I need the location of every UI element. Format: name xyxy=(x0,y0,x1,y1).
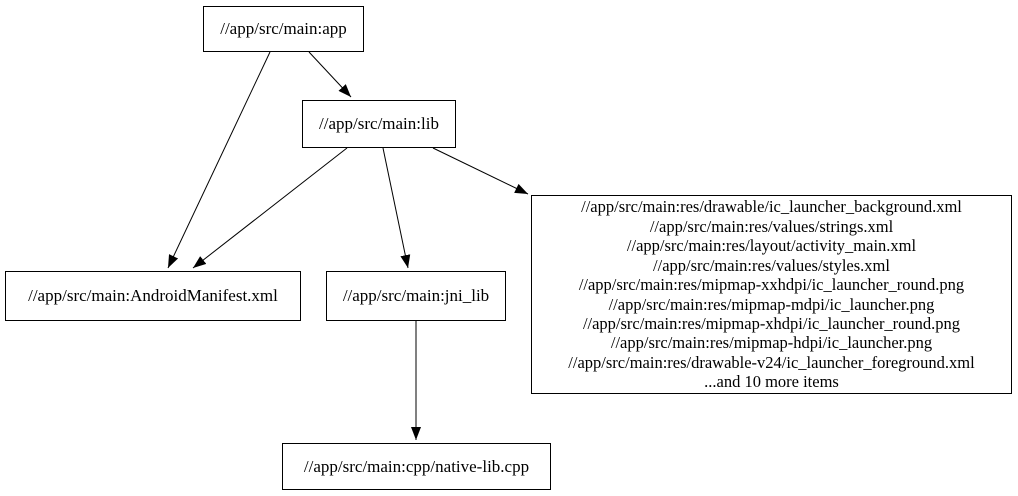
edge-app-to-androidmanifest xyxy=(167,51,271,269)
edge-app-to-lib xyxy=(308,51,352,98)
resource-line: //app/src/main:res/layout/activity_main.… xyxy=(626,236,917,256)
resource-line: //app/src/main:res/values/styles.xml xyxy=(653,255,890,275)
node-lib-label: //app/src/main:lib xyxy=(319,114,439,133)
resource-line: //app/src/main:res/values/strings.xml xyxy=(649,216,894,236)
node-native-cpp-label: //app/src/main:cpp/native-lib.cpp xyxy=(303,456,530,476)
node-jni-lib-label: //app/src/main:jni_lib xyxy=(342,286,490,305)
resource-line: //app/src/main:res/mipmap-mdpi/ic_launch… xyxy=(608,294,935,314)
resource-line: //app/src/main:res/mipmap-hdpi/ic_launch… xyxy=(610,333,933,353)
resource-more-items: ...and 10 more items xyxy=(704,372,839,392)
edge-lib-to-androidmanifest xyxy=(192,147,348,269)
node-androidmanifest-target: //app/src/main:AndroidManifest.xml xyxy=(5,271,301,321)
node-resources-target: //app/src/main:res/drawable/ic_launcher_… xyxy=(531,195,1012,394)
resource-line: //app/src/main:res/drawable/ic_launcher_… xyxy=(581,197,962,217)
edge-lib-to-jni-lib xyxy=(382,147,411,269)
resource-line: //app/src/main:res/mipmap-xxhdpi/ic_laun… xyxy=(578,275,965,295)
node-androidmanifest-label: //app/src/main:AndroidManifest.xml xyxy=(28,286,278,305)
edge-lib-to-resources xyxy=(432,147,529,195)
node-app-label: //app/src/main:app xyxy=(220,19,347,38)
node-lib-target: //app/src/main:lib xyxy=(302,100,456,148)
resource-line: //app/src/main:res/drawable-v24/ic_launc… xyxy=(568,352,975,372)
node-native-cpp-target: //app/src/main:cpp/native-lib.cpp xyxy=(282,443,551,490)
node-app-target: //app/src/main:app xyxy=(203,6,364,52)
resource-line: //app/src/main:res/mipmap-xhdpi/ic_launc… xyxy=(582,313,961,333)
node-jni-lib-target: //app/src/main:jni_lib xyxy=(326,271,506,321)
